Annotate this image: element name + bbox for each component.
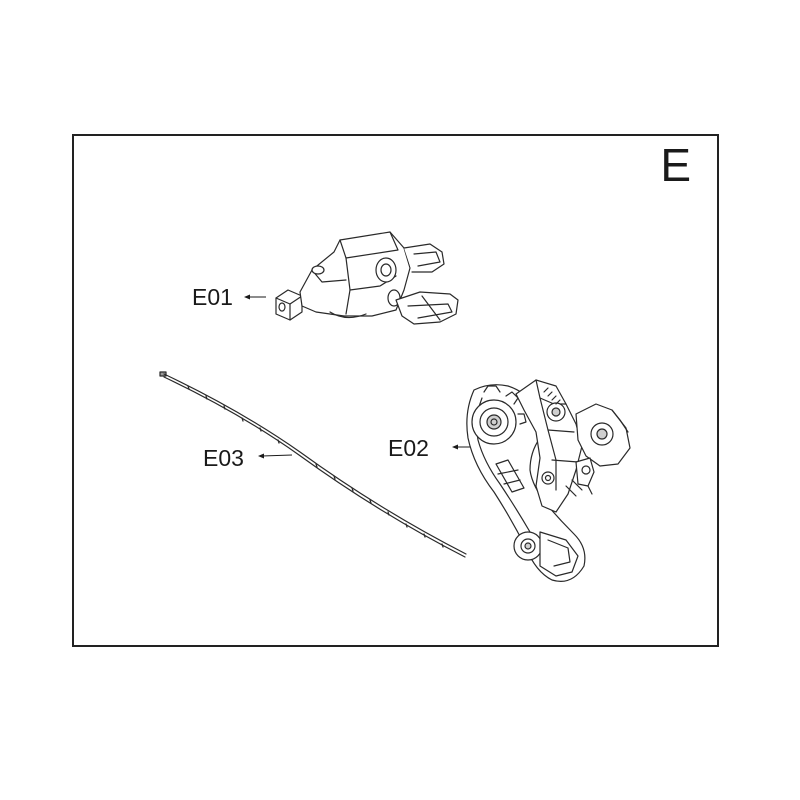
shift-cable-icon (159, 371, 467, 558)
callout-label-e02: E02 (388, 435, 429, 461)
callout-label-e01: E01 (192, 284, 233, 310)
shifter-icon (275, 231, 459, 325)
leader-e01 (244, 294, 266, 300)
leader-e03 (258, 453, 293, 459)
diagram-frame: E (72, 134, 719, 647)
rear-derailleur-icon (466, 379, 631, 582)
callout-label-e03: E03 (203, 445, 244, 471)
section-letter: E (660, 139, 691, 191)
